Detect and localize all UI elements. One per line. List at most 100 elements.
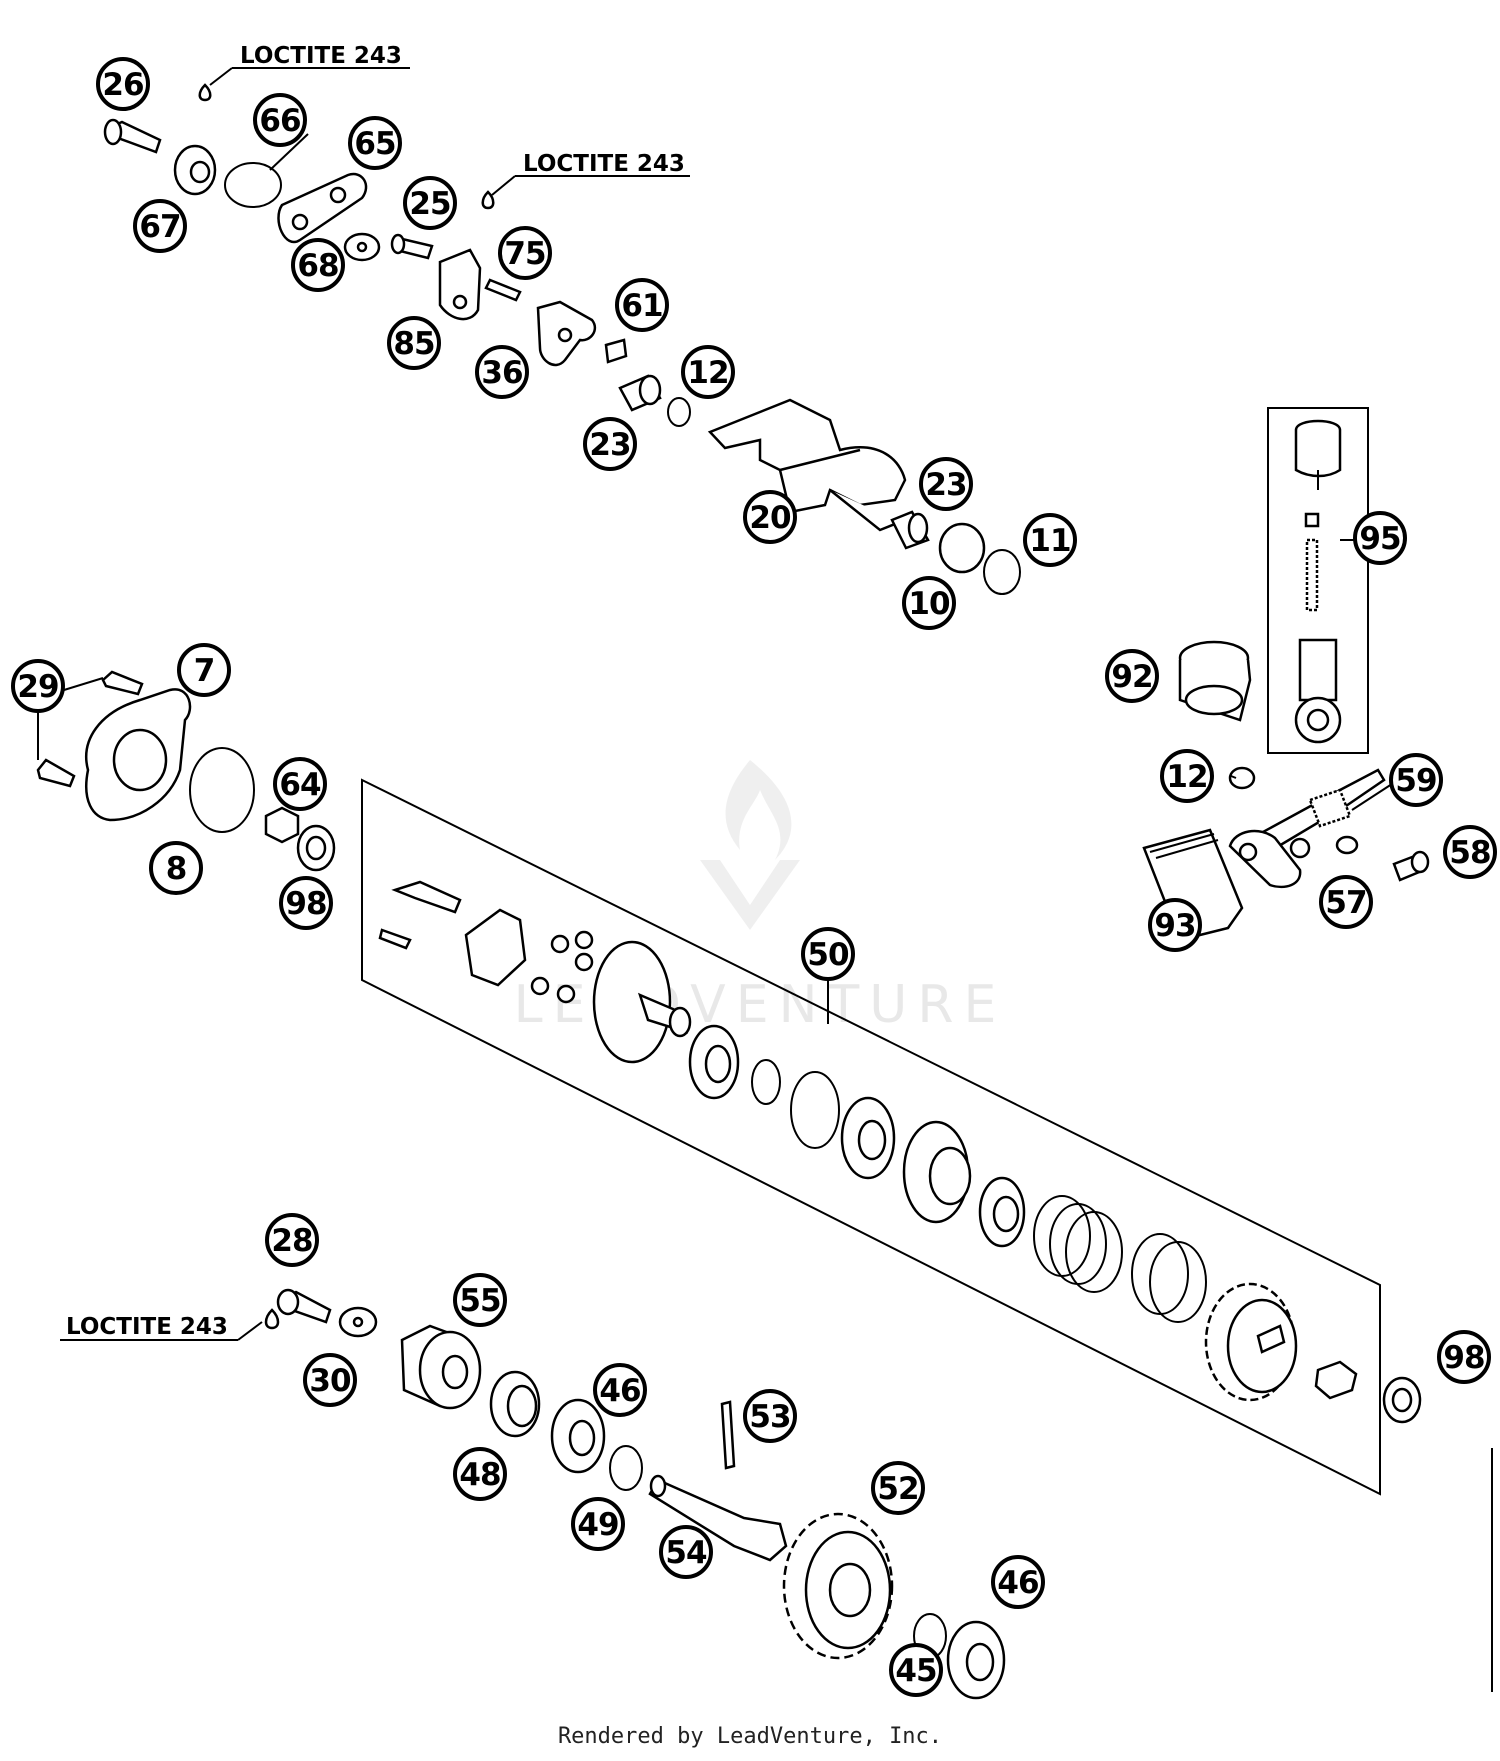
callout-circle [919, 457, 973, 511]
callout-number: 55 [459, 1283, 500, 1319]
callout-circle [871, 1461, 925, 1515]
callout-number: 65 [354, 126, 395, 162]
callout-circle [743, 490, 797, 544]
callout-number: 49 [577, 1507, 618, 1543]
callout-30: 30 [303, 1353, 357, 1407]
callout-number: 67 [139, 209, 180, 245]
callout-number: 92 [1111, 659, 1152, 695]
callout-55: 55 [453, 1273, 507, 1327]
callout-number: 20 [749, 500, 791, 536]
callout-number: 53 [749, 1399, 790, 1435]
callout-53: 53 [743, 1389, 797, 1443]
callout-circle [743, 1389, 797, 1443]
callout-circle [303, 1353, 357, 1407]
svg-text:LOCTITE 243: LOCTITE 243 [240, 43, 402, 69]
svg-text:LOCTITE 243: LOCTITE 243 [523, 151, 685, 177]
watermark-text: LEADVENTURE [514, 975, 1007, 1035]
callout-circle [991, 1555, 1045, 1609]
callout-93: 93 [1148, 898, 1202, 952]
callout-number: 46 [599, 1373, 640, 1409]
callout-circle [583, 417, 637, 471]
callout-57: 57 [1319, 875, 1373, 929]
callout-circle [1160, 749, 1214, 803]
callout-number: 75 [504, 236, 545, 272]
callout-number: 48 [459, 1457, 500, 1493]
callout-95: 95 [1353, 511, 1407, 565]
callout-circle [902, 576, 956, 630]
callout-circle [1443, 825, 1497, 879]
callout-circle [453, 1447, 507, 1501]
part-drawings-bottom [276, 1288, 1422, 1700]
callout-number: 93 [1154, 908, 1195, 944]
callout-circle [1105, 649, 1159, 703]
callout-68: 68 [291, 238, 345, 292]
callout-66: 66 [253, 93, 307, 147]
callout-36: 36 [475, 345, 529, 399]
footer-credit: Rendered by LeadVenture, Inc. [557, 1724, 943, 1749]
part-drawings-top [103, 118, 1021, 595]
callout-number: 30 [309, 1363, 351, 1399]
callout-circle [659, 1525, 713, 1579]
callout-61: 61 [615, 278, 669, 332]
loctite-note-1: LOCTITE 243 [198, 43, 410, 102]
svg-text:LOCTITE 243: LOCTITE 243 [66, 1314, 228, 1340]
callout-number: 54 [665, 1535, 707, 1571]
callout-circle [11, 659, 65, 713]
loctite-note-3: LOCTITE 243 [60, 1308, 280, 1341]
callout-circle [498, 226, 552, 280]
callout-8: 8 [149, 841, 203, 895]
callout-46: 46 [593, 1363, 647, 1417]
callout-circle [1389, 753, 1443, 807]
callout-circle [291, 238, 345, 292]
callout-number: 8 [166, 851, 187, 887]
callout-25: 25 [403, 176, 457, 230]
callout-number: 50 [807, 937, 849, 973]
callout-number: 12 [1166, 759, 1207, 795]
callout-number: 29 [17, 669, 58, 705]
callout-circle [571, 1497, 625, 1551]
callout-circle [273, 757, 327, 811]
callout-number: 98 [285, 886, 326, 922]
callout-85: 85 [387, 316, 441, 370]
callout-number: 52 [877, 1471, 918, 1507]
callout-circle [681, 345, 735, 399]
callout-circle [801, 927, 855, 981]
callout-64: 64 [273, 757, 327, 811]
callout-98: 98 [279, 876, 333, 930]
callout-number: 85 [393, 326, 434, 362]
callout-59: 59 [1389, 753, 1443, 807]
callout-52: 52 [871, 1461, 925, 1515]
callout-circle [253, 93, 307, 147]
callout-circle [1353, 511, 1407, 565]
callout-65: 65 [348, 116, 402, 170]
callout-54: 54 [659, 1525, 713, 1579]
callout-26: 26 [96, 57, 150, 111]
callout-45: 45 [889, 1643, 943, 1697]
callout-circle [1319, 875, 1373, 929]
callout-circle [265, 1213, 319, 1267]
callout-12: 12 [681, 345, 735, 399]
callout-number: 11 [1029, 523, 1070, 559]
part-drawings-right [1142, 419, 1430, 942]
callout-circle [615, 278, 669, 332]
callout-23: 23 [919, 457, 973, 511]
callout-circle [889, 1643, 943, 1697]
callout-number: 28 [271, 1223, 312, 1259]
callout-28: 28 [265, 1213, 319, 1267]
callout-circle [348, 116, 402, 170]
callout-circle [387, 316, 441, 370]
callout-number: 59 [1395, 763, 1436, 799]
callout-circle [149, 841, 203, 895]
watermark-logo: LEADVENTURE [514, 760, 1007, 1035]
callout-number: 68 [297, 248, 338, 284]
callout-58: 58 [1443, 825, 1497, 879]
callout-number: 66 [259, 103, 300, 139]
callout-29: 29 [11, 659, 65, 713]
callout-50: 50 [801, 927, 855, 981]
callout-number: 26 [102, 67, 143, 103]
callout-46: 46 [991, 1555, 1045, 1609]
callout-circle [1437, 1330, 1491, 1384]
callout-number: 36 [481, 355, 522, 391]
callout-number: 64 [279, 767, 321, 803]
